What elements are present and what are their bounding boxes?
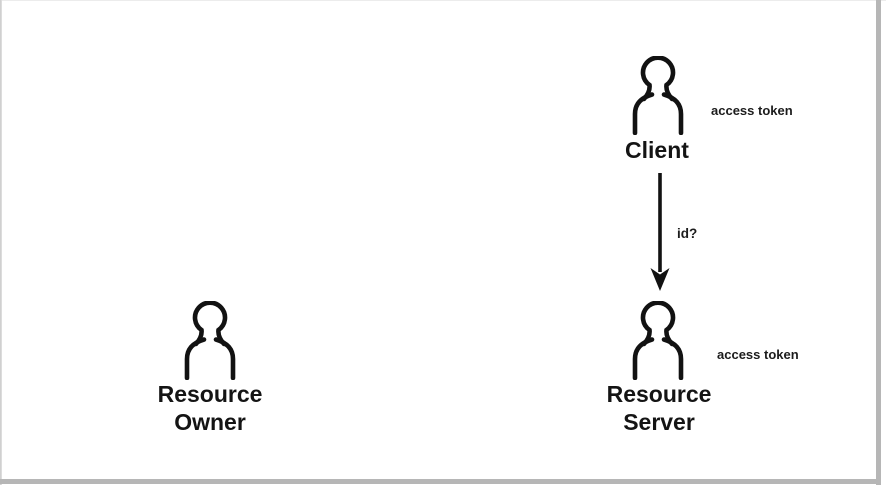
page-edge-right [876,0,881,485]
resource-owner-label-line2: Owner [174,409,246,435]
resource-server-label-line1: Resource [606,381,712,407]
person-icon [180,300,240,384]
arrow-down-icon [650,173,670,291]
page-edge-bottom [0,479,881,484]
resource-owner-label-line1: Resource [157,381,263,407]
client-node [628,55,688,136]
page-edge-top [0,0,886,1]
page-edge-left [0,0,2,485]
resource-server-node [628,300,688,381]
resource-server-label: Resource Server [559,380,759,436]
arrow-label: id? [677,226,698,241]
resource-owner-node [180,300,240,381]
person-icon [628,300,688,384]
person-icon [628,55,688,139]
resource-server-label-line2: Server [623,409,695,435]
client-annotation: access token [711,103,793,118]
client-label: Client [625,137,689,163]
resource-owner-label: Resource Owner [110,380,310,436]
resource-server-annotation: access token [717,347,799,362]
